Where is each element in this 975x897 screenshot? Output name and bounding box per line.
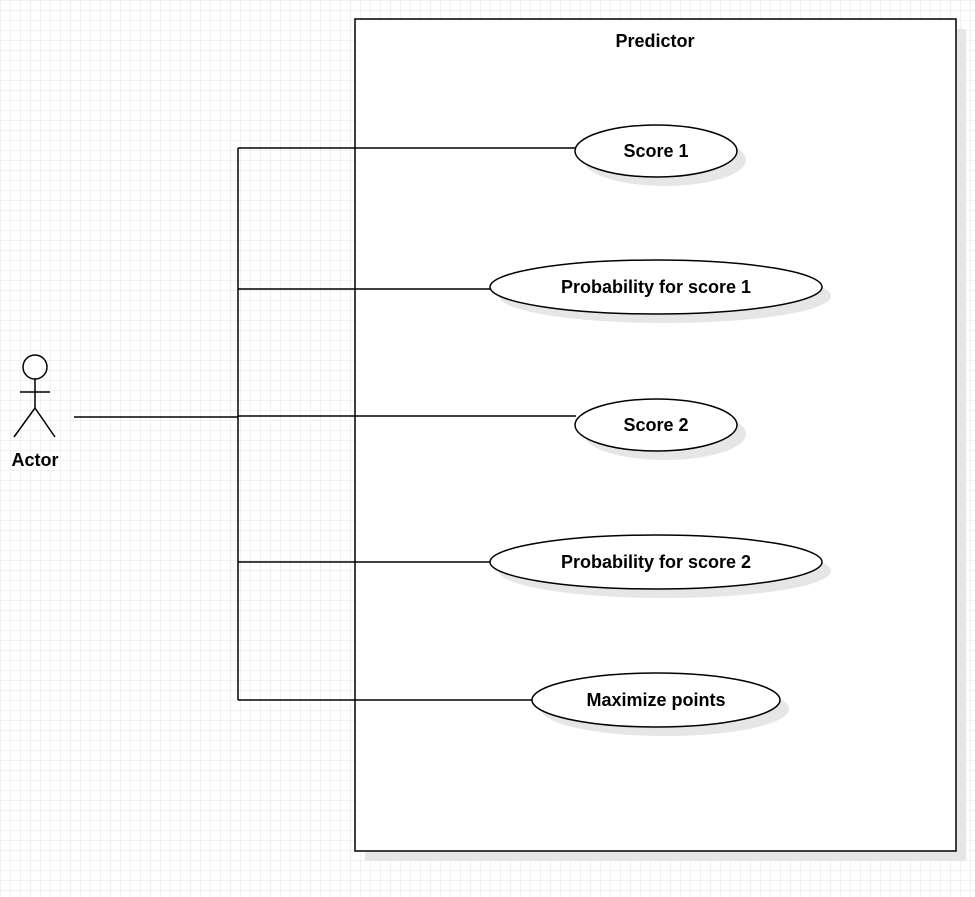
stick-figure-icon[interactable] [13,354,56,438]
use-case-probability-score-1[interactable]: Probability for score 1 [489,259,831,323]
actor[interactable]: Actor [11,354,59,470]
use-case-ellipse[interactable] [531,672,781,728]
use-case-ellipse[interactable] [489,259,823,315]
use-case-probability-score-2[interactable]: Probability for score 2 [489,534,831,598]
use-case-score-2[interactable]: Score 2 [574,398,746,460]
use-case-maximize-points[interactable]: Maximize points [531,672,789,736]
actor-left-leg [13,407,36,438]
use-case-label: Score 2 [623,415,688,435]
use-case-label: Maximize points [586,690,725,710]
associations [74,147,576,701]
use-case-ellipse[interactable] [574,124,738,178]
use-case-score-1[interactable]: Score 1 [574,124,746,186]
use-case-ellipse[interactable] [574,398,738,452]
actor-right-leg [34,407,56,438]
use-case-ellipse[interactable] [489,534,823,590]
use-case-label: Probability for score 1 [561,277,751,297]
actor-head [22,354,48,380]
actor-label: Actor [11,450,58,470]
use-case-label: Score 1 [623,141,688,161]
use-case-label: Probability for score 2 [561,552,751,572]
system-title: Predictor [615,31,694,51]
